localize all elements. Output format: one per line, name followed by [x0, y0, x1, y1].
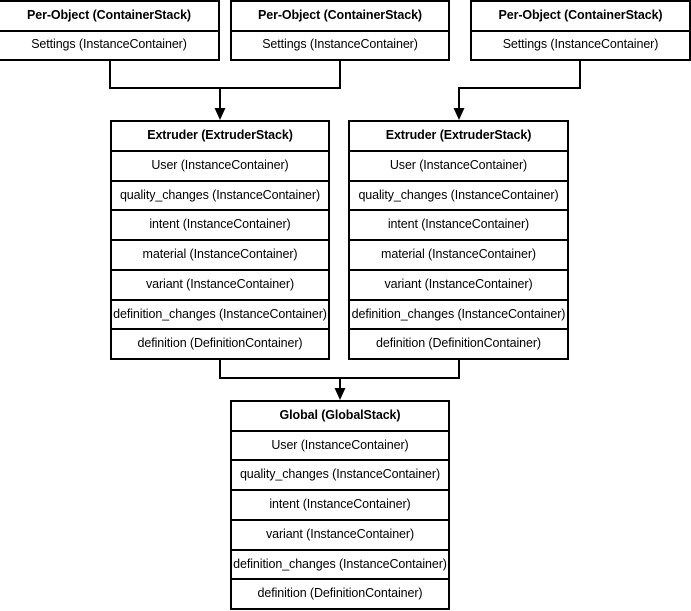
connector-per-object-1-2-to-extruder-1 [109, 61, 341, 120]
stack-row-user: User (InstanceContainer) [350, 149, 567, 180]
stack-row-variant: variant (InstanceContainer) [112, 268, 328, 299]
stack-header: Per-Object (ContainerStack) [498, 7, 663, 22]
stack-row-settings: Settings (InstanceContainer) [0, 29, 218, 60]
extruder-stack-2[interactable]: Extruder (ExtruderStack) User (InstanceC… [348, 120, 569, 360]
global-stack[interactable]: Global (GlobalStack) User (InstanceConta… [230, 400, 450, 610]
connector-per-object-3-to-extruder-2 [453, 61, 581, 120]
per-object-stack-2[interactable]: Per-Object (ContainerStack) Settings (In… [230, 0, 450, 61]
stack-row-definition: definition (DefinitionContainer) [112, 328, 328, 358]
stack-row-quality-changes: quality_changes (InstanceContainer) [232, 459, 448, 489]
extruder-stack-1[interactable]: Extruder (ExtruderStack) User (InstanceC… [110, 120, 330, 360]
stack-row-user: User (InstanceContainer) [232, 429, 448, 460]
stack-row-definition-changes: definition_changes (InstanceContainer) [232, 548, 448, 579]
stack-row-intent: intent (InstanceContainer) [350, 209, 567, 239]
stack-row-definition-changes: definition_changes (InstanceContainer) [350, 298, 567, 329]
stack-row-definition-changes: definition_changes (InstanceContainer) [112, 298, 328, 329]
connector-extruders-to-global [219, 360, 460, 400]
per-object-stack-3[interactable]: Per-Object (ContainerStack) Settings (In… [470, 0, 691, 61]
stack-row-material: material (InstanceContainer) [112, 239, 328, 269]
stack-row-variant: variant (InstanceContainer) [232, 518, 448, 549]
stack-row-settings: Settings (InstanceContainer) [232, 29, 448, 60]
stack-row-material: material (InstanceContainer) [350, 239, 567, 269]
stack-header: Per-Object (ContainerStack) [257, 7, 422, 22]
stack-row-definition: definition (DefinitionContainer) [232, 578, 448, 608]
stack-header: Global (GlobalStack) [279, 407, 401, 422]
stack-row-settings: Settings (InstanceContainer) [472, 29, 689, 60]
stack-header: Extruder (ExtruderStack) [147, 128, 293, 142]
stack-row-definition: definition (DefinitionContainer) [350, 328, 567, 358]
stack-row-user: User (InstanceContainer) [112, 149, 328, 180]
stack-row-intent: intent (InstanceContainer) [232, 489, 448, 519]
per-object-stack-1[interactable]: Per-Object (ContainerStack) Settings (In… [0, 0, 220, 61]
stack-header: Per-Object (ContainerStack) [26, 7, 191, 22]
stack-header: Extruder (ExtruderStack) [385, 128, 532, 142]
stack-row-quality-changes: quality_changes (InstanceContainer) [350, 179, 567, 210]
stack-row-quality-changes: quality_changes (InstanceContainer) [112, 179, 328, 210]
stack-row-variant: variant (InstanceContainer) [350, 268, 567, 299]
stack-row-intent: intent (InstanceContainer) [112, 209, 328, 239]
